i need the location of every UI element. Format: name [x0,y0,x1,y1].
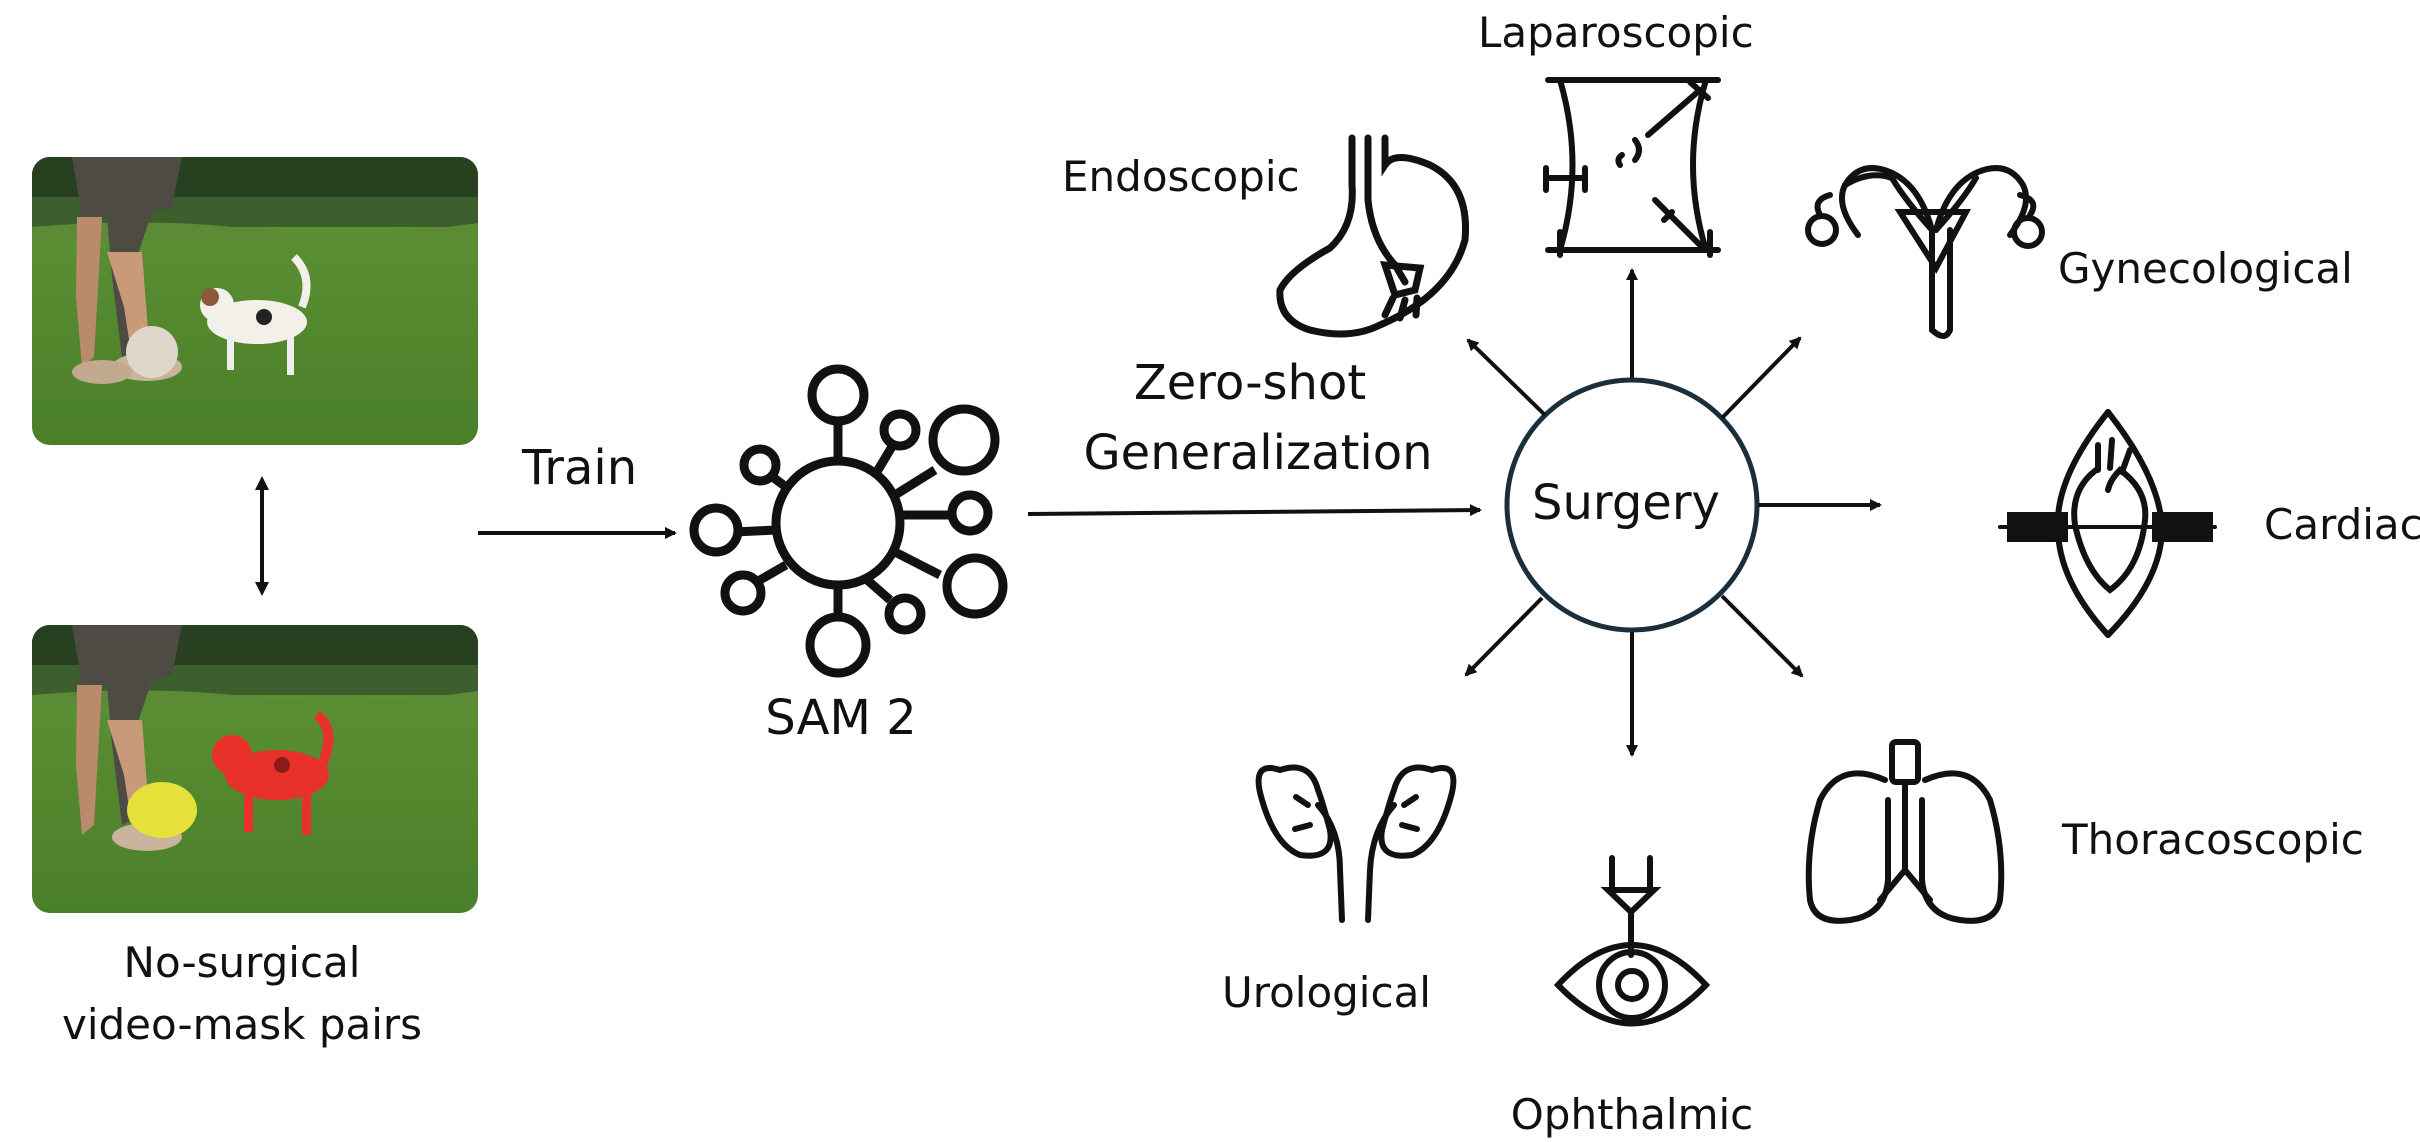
laparoscopic-icon [1543,77,1721,258]
source-caption-line2: video-mask pairs [61,1000,423,1049]
stomach-icon [1276,134,1470,338]
generalization-arrow [1027,504,1482,517]
category-urological: Urological [1222,968,1431,1017]
source-caption-line1: No-surgical [123,938,361,987]
category-cardiac: Cardiac [2264,500,2420,549]
model-label: SAM 2 [765,690,917,746]
generalization-label-line1: Zero-shot [1133,355,1367,411]
radial-arrows [1464,268,1882,757]
category-gynecological: Gynecological [2058,244,2353,293]
hub-label: Surgery [1532,475,1720,531]
category-ophthalmic: Ophthalmic [1510,1090,1754,1139]
eye-icon [1553,855,1711,1027]
source-frame-original [32,157,478,445]
train-label: Train [522,440,638,496]
category-laparoscopic: Laparoscopic [1478,8,1754,57]
category-thoracoscopic: Thoracoscopic [2062,815,2364,864]
sam2-network-icon [689,364,1008,678]
lungs-icon [1805,739,2005,924]
kidneys-icon [1255,764,1457,923]
uterus-icon [1805,165,2045,339]
heart-icon [1998,409,2217,638]
source-frame-masked [32,625,478,913]
surgery-hub [1504,377,1760,633]
category-endoscopic: Endoscopic [1062,152,1300,201]
generalization-label-line2: Generalization [1083,425,1433,481]
